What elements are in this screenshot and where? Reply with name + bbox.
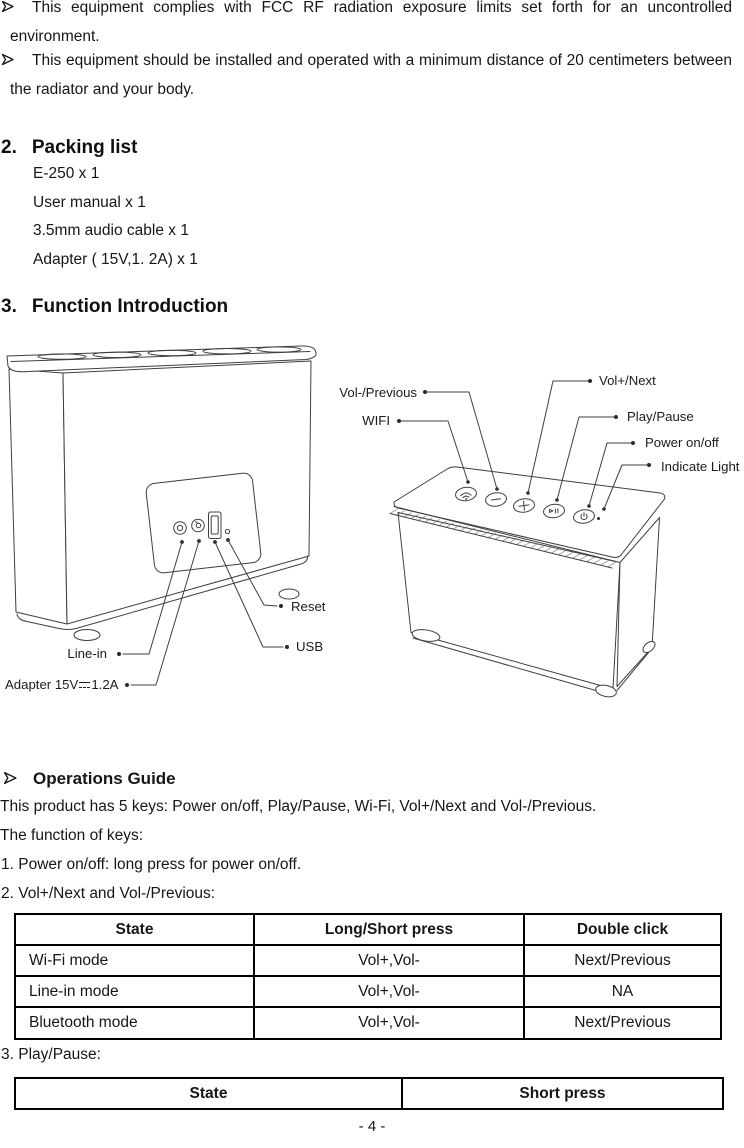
speaker-illustrations — [6, 345, 666, 698]
line-in-jack-icon — [173, 521, 187, 535]
fcc-notice-1-text: This equipment complies with FCC RF radi… — [10, 0, 732, 45]
section-3-number: 3. — [1, 296, 17, 317]
table-header-cell: State — [16, 915, 255, 946]
table-cell: Vol+,Vol- — [255, 1008, 525, 1038]
table-cell: NA — [525, 977, 720, 1008]
packing-list: E-250 x 1 User manual x 1 3.5mm audio ca… — [33, 160, 198, 274]
speaker-foot — [73, 629, 101, 641]
arrow-bullet-icon — [1, 0, 19, 23]
table-header-cell: Long/Short press — [255, 915, 525, 946]
operations-item-2: 2. Vol+/Next and Vol-/Previous: — [1, 885, 216, 902]
arrow-bullet-icon — [3, 770, 21, 789]
label-line-in: Line-in — [67, 646, 107, 661]
label-vol-plus-next: Vol+/Next — [599, 373, 656, 388]
label-power-on-off: Power on/off — [645, 435, 719, 450]
vol-plus-button-icon — [513, 498, 535, 513]
operations-guide-title: Operations Guide — [33, 769, 176, 788]
speaker-top-view-illustration — [389, 379, 666, 698]
fcc-notice-2: This equipment should be installed and o… — [1, 47, 732, 104]
speaker-foot — [278, 588, 300, 600]
play-pause-table: State Short press — [14, 1077, 724, 1110]
play-pause-button-icon — [543, 503, 565, 519]
top-view-callout-lines — [397, 379, 651, 510]
table-header-cell: Short press — [519, 1084, 606, 1102]
speaker-grille-holes — [37, 346, 302, 360]
fcc-notice-2-text: This equipment should be installed and o… — [10, 52, 732, 98]
arrow-bullet-icon — [1, 47, 19, 76]
operations-item-1: 1. Power on/off: long press for power on… — [1, 856, 302, 873]
operations-item-3: 3. Play/Pause: — [1, 1046, 101, 1063]
fcc-notice-1: This equipment complies with FCC RF radi… — [1, 0, 732, 51]
dc-current-symbol-icon — [78, 679, 91, 690]
speaker-foot — [411, 629, 441, 642]
table-header-cell: Double click — [525, 915, 720, 946]
table-cell: Line-in mode — [16, 977, 255, 1008]
packing-item: E-250 x 1 — [33, 165, 100, 182]
grille-edge-hatching — [390, 508, 617, 568]
table-cell: Vol+,Vol- — [255, 946, 525, 977]
speaker-back-view-illustration — [6, 345, 317, 687]
label-vol-minus-previous: Vol-/Previous — [339, 385, 417, 400]
packing-item: 3.5mm audio cable x 1 — [33, 222, 189, 239]
section-2-number: 2. — [1, 137, 17, 158]
usb-port-icon — [208, 511, 222, 539]
table-header-cell: State — [16, 1079, 403, 1108]
label-reset: Reset — [291, 599, 326, 614]
reset-hole-icon — [224, 528, 231, 535]
section-3-heading: 3. Function Introduction — [1, 295, 228, 319]
speaker-foot — [642, 640, 656, 654]
page-number: - 4 - — [358, 1118, 386, 1135]
speaker-foot — [595, 684, 617, 698]
label-indicate-light: Indicate Light — [661, 459, 740, 474]
operations-subtitle: The function of keys: — [0, 827, 144, 844]
label-play-pause: Play/Pause — [627, 409, 694, 424]
table-cell: Bluetooth mode — [16, 1008, 255, 1038]
operations-intro: This product has 5 keys: Power on/off, P… — [0, 798, 597, 815]
label-adapter-prefix: Adapter 15V — [5, 677, 79, 692]
table-cell: Vol+,Vol- — [255, 977, 525, 1008]
label-wifi: WIFI — [362, 413, 390, 428]
vol-minus-button-icon — [485, 492, 507, 507]
operations-guide-heading: Operations Guide — [3, 769, 176, 789]
power-button-icon — [573, 509, 595, 524]
label-usb: USB — [296, 639, 324, 654]
function-introduction-figure: Vol-/Previous WIFI Vol+/Next Play/Pause … — [0, 340, 744, 738]
label-adapter: Adapter 15V 1.2A — [5, 676, 118, 694]
table-cell: Next/Previous — [574, 1014, 671, 1031]
speaker-top-lid — [6, 345, 317, 373]
table-cell: Wi-Fi mode — [16, 946, 255, 977]
dc-power-jack-icon — [191, 518, 205, 533]
packing-item: User manual x 1 — [33, 193, 146, 211]
section-3-title: Function Introduction — [31, 296, 229, 317]
wifi-button-icon — [455, 486, 477, 502]
section-2-heading: 2. Packing list — [1, 136, 137, 160]
table-cell: Next/Previous — [525, 946, 720, 977]
volume-keys-table: State Long/Short press Double click Wi-F… — [14, 913, 722, 1040]
section-2-title: Packing list — [31, 137, 138, 158]
indicator-light-icon — [597, 517, 600, 520]
back-view-callout-lines — [117, 539, 289, 687]
label-adapter-suffix: 1.2A — [91, 677, 119, 692]
packing-item: Adapter ( 15V,1. 2A) x 1 — [33, 250, 198, 268]
